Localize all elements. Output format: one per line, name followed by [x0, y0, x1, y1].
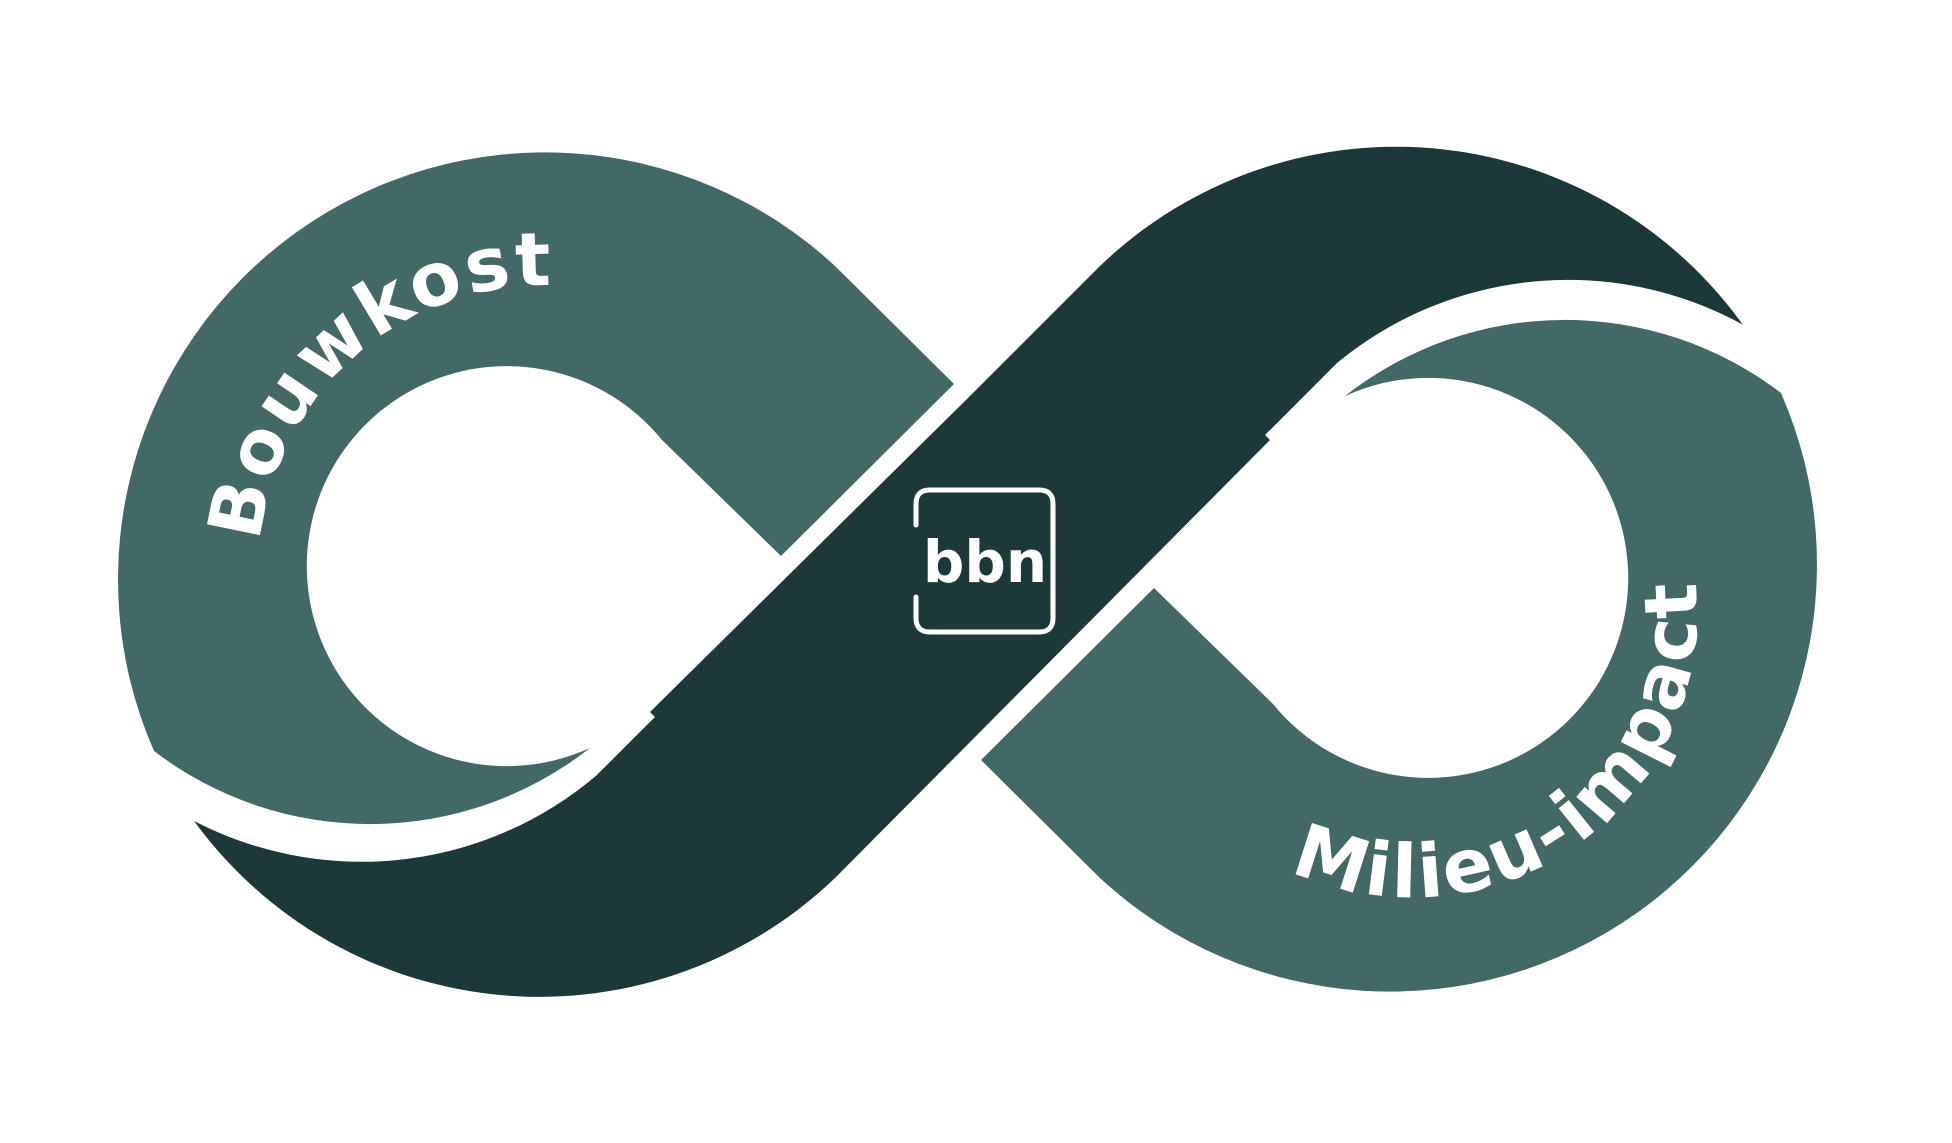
separator-bottom	[181, 707, 655, 862]
logo-text: bbn	[923, 528, 1047, 596]
bbn-logo: bbn	[913, 487, 1056, 635]
separator-center	[785, 389, 962, 567]
separator-top	[1265, 279, 1756, 445]
left-loop-band	[118, 152, 955, 825]
logo-frame-top	[913, 487, 1056, 635]
right-loop-band	[981, 319, 1817, 992]
